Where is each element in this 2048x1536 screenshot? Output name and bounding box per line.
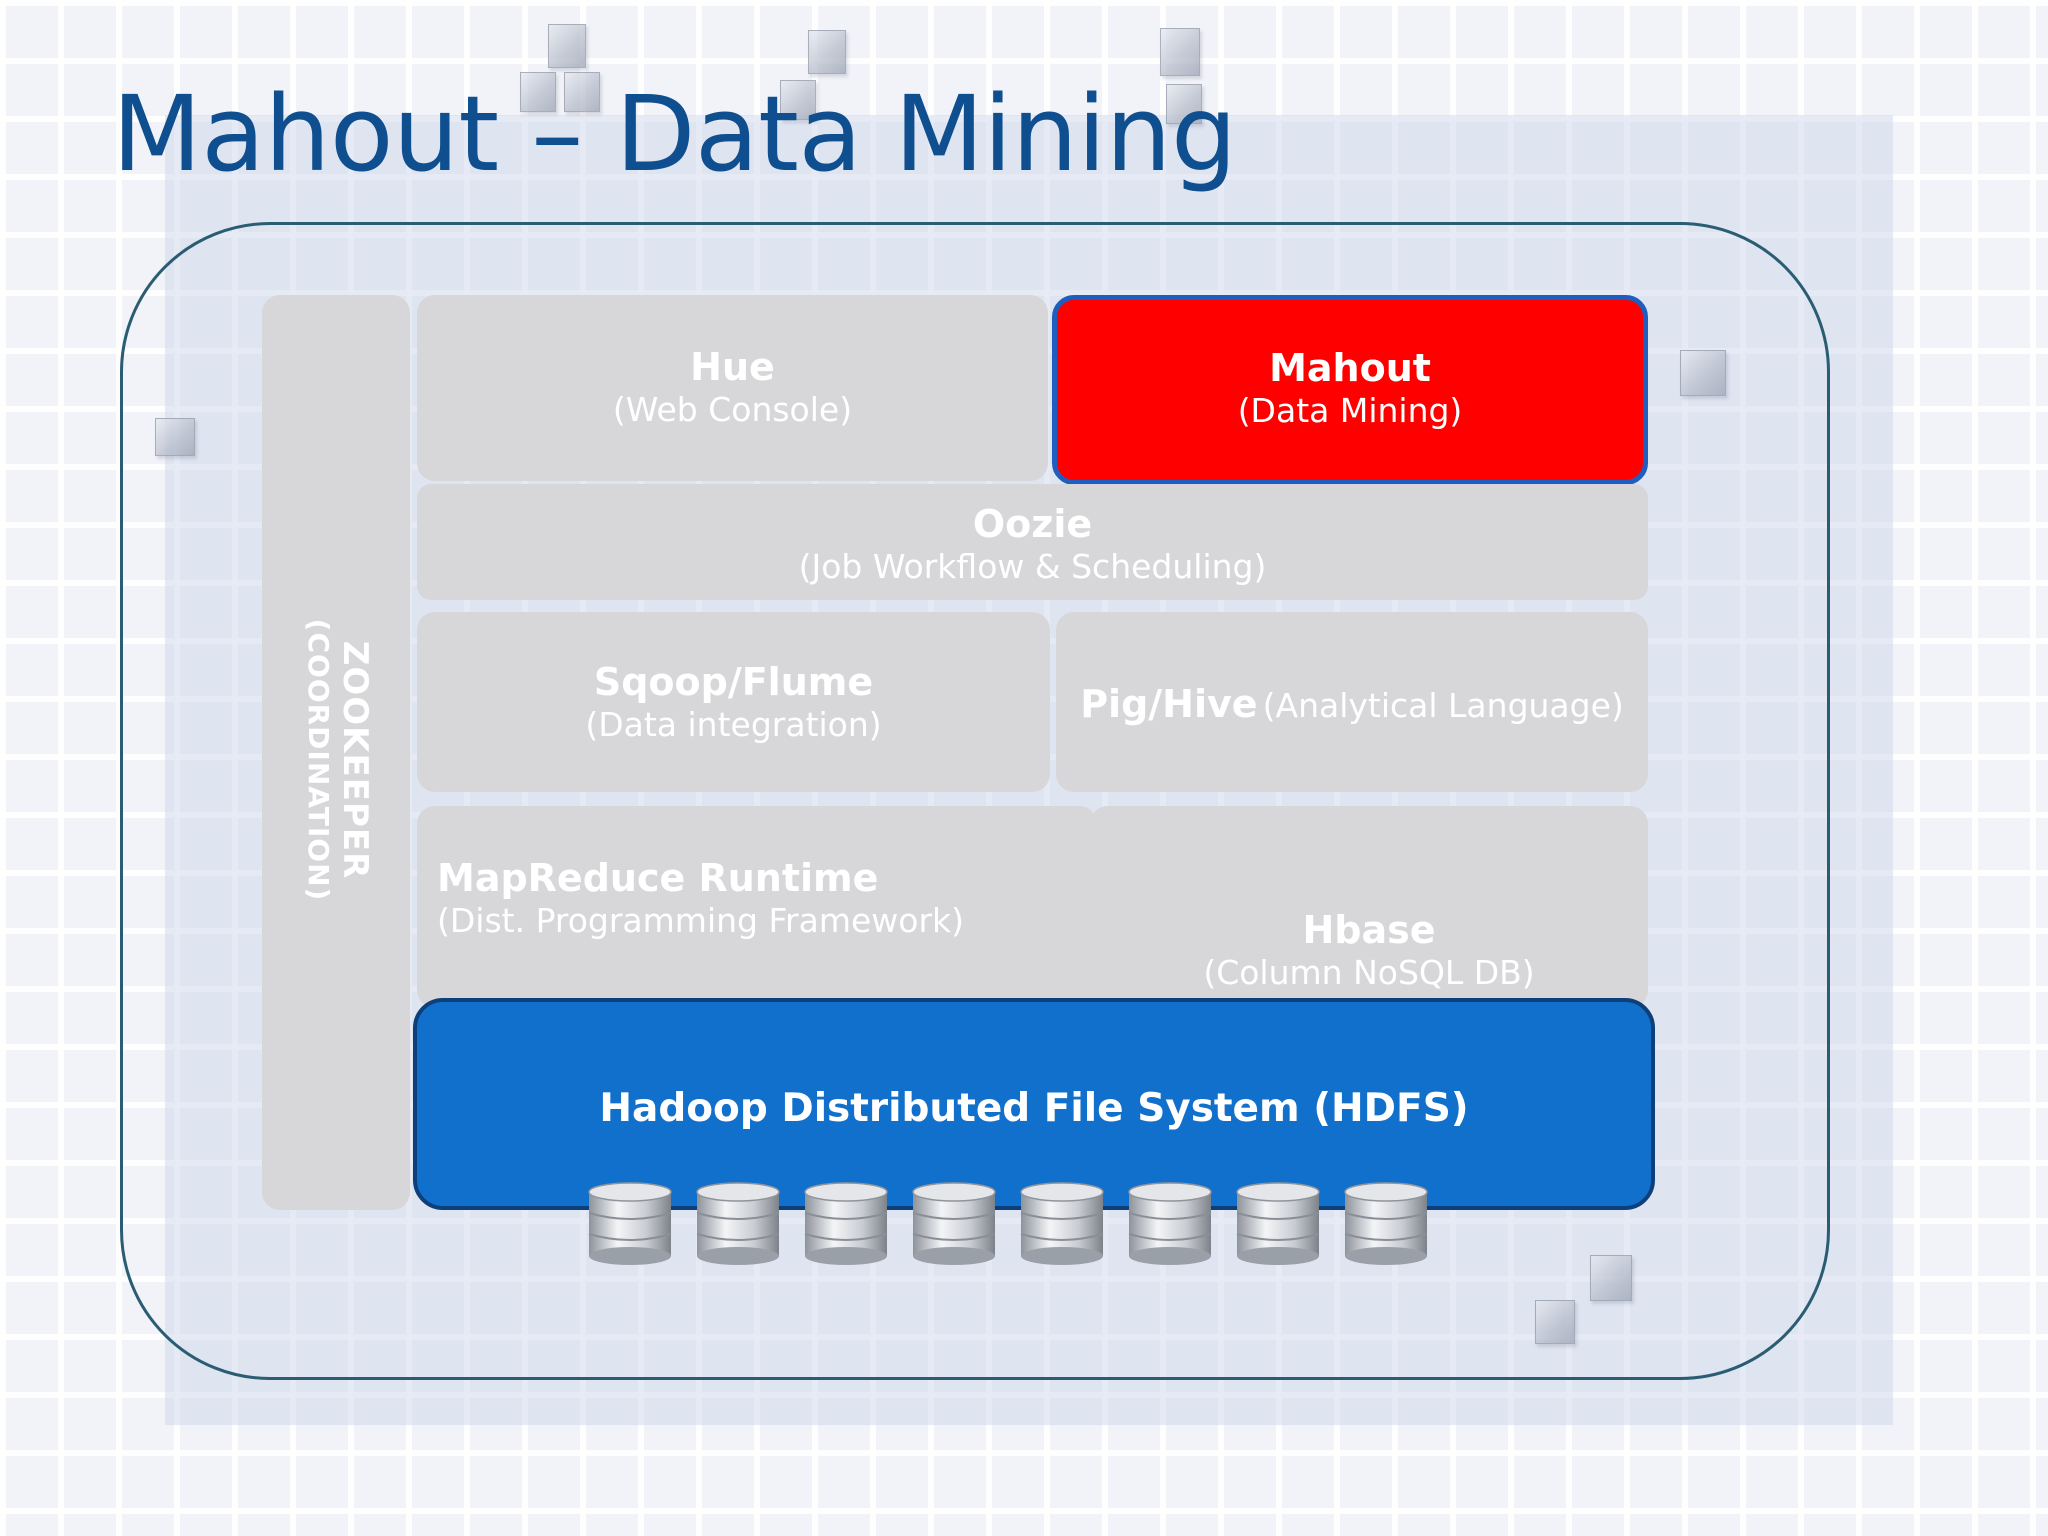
- pig-hive-layer: Pig/Hive (Analytical Language): [1056, 612, 1648, 792]
- zookeeper-label: ZOOKEEPER: [334, 640, 375, 880]
- hbase-layer: Hbase (Column NoSQL DB): [1090, 806, 1648, 1008]
- oozie-layer: Oozie (Job Workflow & Scheduling): [417, 484, 1648, 600]
- mapreduce-desc: (Dist. Programming Framework): [437, 900, 965, 940]
- hue-layer: Hue (Web Console): [417, 295, 1048, 481]
- database-disk-icon: [588, 1182, 672, 1265]
- decor-cube: [548, 24, 586, 68]
- hdfs-layer: Hadoop Distributed File System (HDFS): [413, 998, 1655, 1210]
- pig-hive-label: Pig/Hive: [1080, 682, 1258, 726]
- decor-cube: [520, 72, 556, 112]
- hdfs-label: Hadoop Distributed File System (HDFS): [599, 1086, 1469, 1131]
- mahout-label: Mahout: [1269, 346, 1431, 390]
- zookeeper-desc: (COORDINATION): [301, 618, 335, 902]
- mahout-layer: Mahout (Data Mining): [1052, 295, 1648, 485]
- database-disk-icon: [696, 1182, 780, 1265]
- storage-disks: [586, 1180, 1428, 1272]
- sqoop-flume-label: Sqoop/Flume: [593, 660, 874, 704]
- hue-label: Hue: [690, 345, 775, 389]
- decor-cube: [1590, 1255, 1632, 1301]
- oozie-desc: (Job Workflow & Scheduling): [798, 546, 1267, 586]
- zookeeper-layer: ZOOKEEPER (COORDINATION): [262, 295, 410, 1210]
- hbase-label: Hbase: [1302, 908, 1436, 952]
- decor-cube: [780, 80, 816, 120]
- hbase-desc: (Column NoSQL DB): [1203, 952, 1535, 992]
- database-disk-icon: [1128, 1182, 1212, 1265]
- sqoop-flume-desc: (Data integration): [585, 704, 882, 744]
- oozie-label: Oozie: [972, 502, 1093, 546]
- mapreduce-label: MapReduce Runtime: [437, 856, 879, 900]
- decor-cube: [155, 418, 195, 456]
- hue-desc: (Web Console): [612, 389, 853, 429]
- decor-cube: [1535, 1300, 1575, 1344]
- mapreduce-layer: MapReduce Runtime (Dist. Programming Fra…: [417, 806, 1097, 1008]
- sqoop-flume-layer: Sqoop/Flume (Data integration): [417, 612, 1050, 792]
- database-disk-icon: [1344, 1182, 1428, 1265]
- decor-cube: [808, 30, 846, 74]
- slide-title: Mahout – Data Mining: [112, 73, 1237, 195]
- database-disk-icon: [912, 1182, 996, 1265]
- decor-cube: [1160, 28, 1200, 76]
- decor-cube: [1166, 84, 1202, 124]
- mahout-desc: (Data Mining): [1237, 390, 1463, 430]
- diagram-frame: [120, 222, 1830, 1380]
- database-disk-icon: [1020, 1182, 1104, 1265]
- pig-hive-desc: (Analytical Language): [1262, 686, 1624, 725]
- decor-cube: [564, 72, 600, 112]
- database-disk-icon: [804, 1182, 888, 1265]
- database-disk-icon: [1236, 1182, 1320, 1265]
